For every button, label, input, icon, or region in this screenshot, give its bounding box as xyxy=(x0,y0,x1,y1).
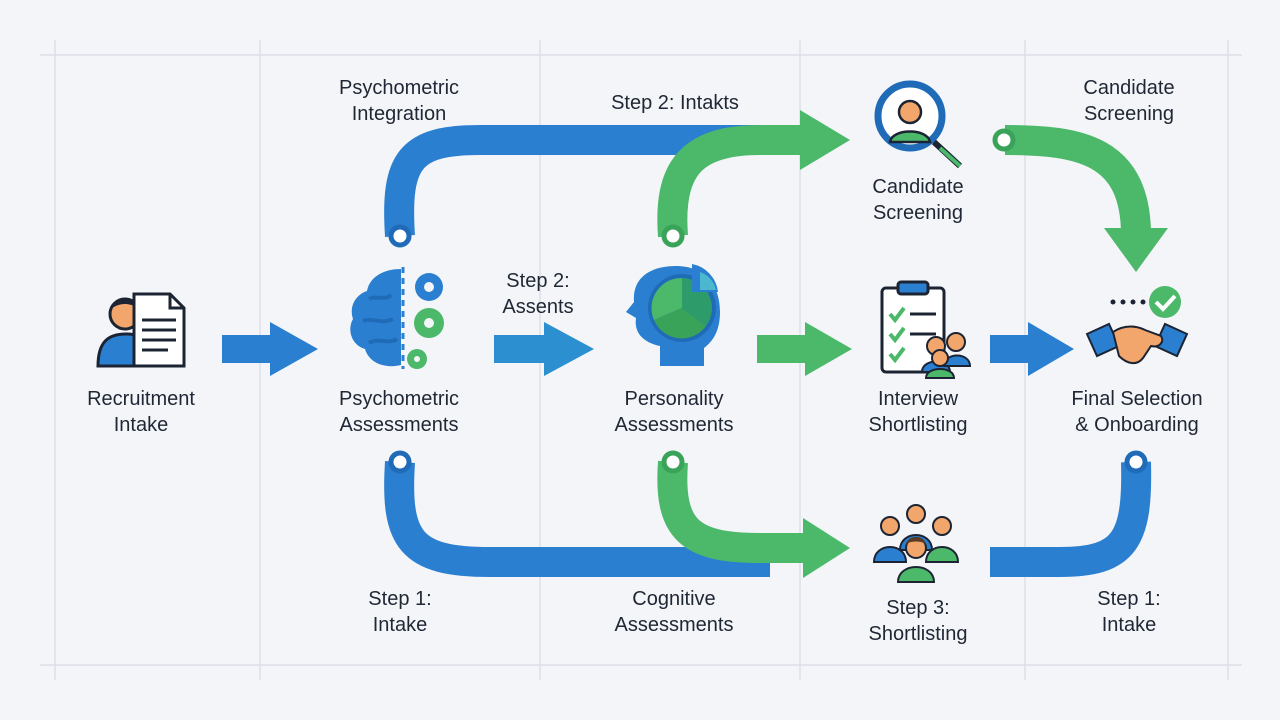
middle-arrow-1 xyxy=(222,322,318,376)
label-cognitive-assessments: Cognitive Assessments xyxy=(614,588,734,636)
team-group-icon xyxy=(872,504,960,583)
stage-label-recruitment-intake: Recruitment Intake xyxy=(87,388,195,436)
middle-arrow-2 xyxy=(494,322,594,376)
middle-arrow-3 xyxy=(757,322,852,376)
top-green-flow-arrow xyxy=(657,110,850,238)
stage-label-interview-shortlisting: Interview Shortlisting xyxy=(868,388,968,436)
stage-label-psychometric-assessments: Psychometric Assessments xyxy=(338,388,460,436)
stage-label-personality-assessments: Personality Assessments xyxy=(614,388,734,436)
label-step1-intake-left: Step 1: Intake xyxy=(368,588,432,636)
label-step2-intakts: Step 2: Intakts xyxy=(611,92,739,114)
right-green-flow-arrow xyxy=(1004,125,1168,272)
stage-label-final-selection: Final Selection & Onboarding xyxy=(1071,388,1203,436)
person-document-icon xyxy=(96,292,186,368)
brain-gears-icon xyxy=(350,267,444,369)
top-blue-flow-arrow xyxy=(384,125,800,237)
label-candidate-screening: Candidate Screening xyxy=(872,176,964,224)
bottom-blue-flow-arrow xyxy=(384,461,770,577)
middle-arrow-4 xyxy=(990,322,1074,376)
clipboard-checklist-group-icon xyxy=(880,280,972,379)
magnifier-person-icon xyxy=(874,80,963,169)
label-step2-assents: Step 2: Assents xyxy=(502,270,574,318)
connector-dots xyxy=(388,128,1148,474)
label-step3-shortlisting: Step 3: Shortlisting xyxy=(868,597,968,645)
handshake-check-icon xyxy=(1085,286,1189,364)
head-pie-chart-icon xyxy=(626,264,720,366)
label-candidate-screening-top: Candidate Screening xyxy=(1083,77,1175,125)
bottom-green-flow-arrow xyxy=(657,460,850,578)
label-step1-intake-right: Step 1: Intake xyxy=(1097,588,1161,636)
bottom-right-blue-flow-arrow xyxy=(990,461,1152,577)
label-psychometric-integration: Psychometric Integration xyxy=(338,77,460,125)
